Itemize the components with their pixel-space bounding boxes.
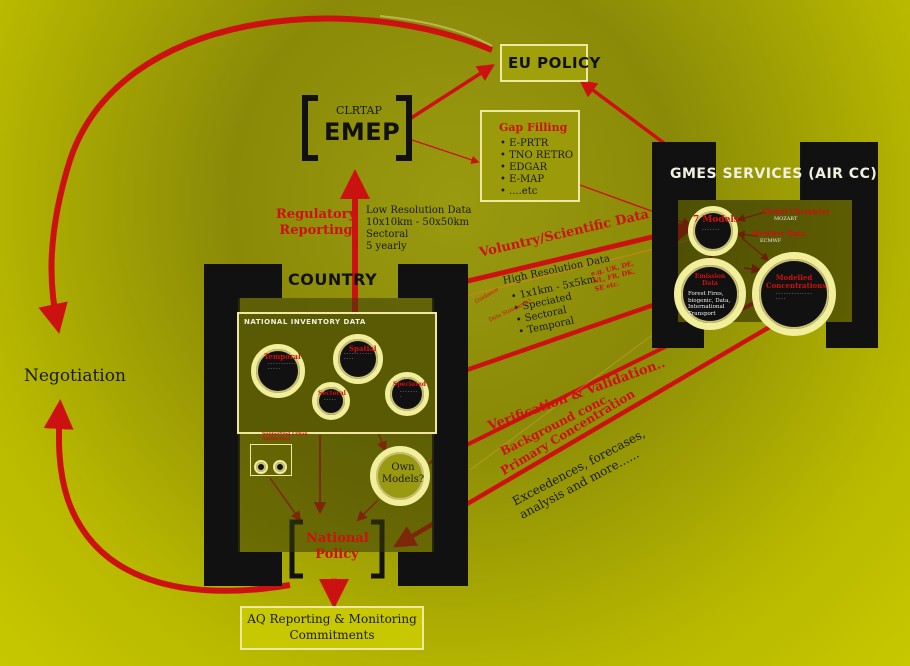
negotiation-label: Negotiation [24,366,126,386]
speciated-circle [385,372,429,416]
arrow-emep-to-gap [411,139,480,164]
global-chem-sub: MOZART [774,216,798,222]
gmes-title: GMES SERVICES (AIR CC) [670,166,878,182]
arrow-eu-to-negotiation [38,15,494,334]
arrow-voluntary [429,220,695,293]
models-details: - - - - - - - [702,227,720,232]
gap-item: EDGAR [500,162,573,174]
models-circle [688,206,738,256]
country-bracket-left-top [204,264,282,298]
sectoral-details: - - - - - [324,397,336,402]
temporal-details: - - - - - - - - - - - - - - - - [268,361,296,371]
weather-label: Weather Data [752,229,806,238]
inventory-title: NATIONAL INVENTORY DATA [244,318,366,326]
gmes-bracket-left-top [652,142,716,200]
gap-item: TNO RETRO [500,150,573,162]
low-res-line: 10x10km - 50x50km [366,217,469,228]
supporting-box [250,444,292,476]
gap-item: E-MAP [500,174,573,186]
spatial-details: - - - - - - - - - - - - - - - [344,351,372,361]
country-title: COUNTRY [288,270,378,289]
arrow-policy-to-negotiation [43,399,291,594]
modelled-label: Modelled Concentrations [766,273,827,290]
emission-circle [674,258,746,330]
temporal-circle [251,344,305,398]
spatial-circle [333,334,383,384]
emep-bracket-left [302,95,318,161]
country-bracket-left-bottom [204,552,282,586]
national-policy-label: National Policy [306,531,369,562]
aq-box [240,606,424,650]
sectoral-label: Sectoral [318,390,346,397]
low-res-text: Low Resolution Data 10x10km - 50x50km Se… [366,205,471,253]
models-label: 7 Models [693,215,739,225]
low-res-line: Sectoral [366,229,409,240]
low-res-line: Low Resolution Data [366,205,472,216]
gap-item: E-PRTR [500,138,573,150]
country-bracket-right-bottom [398,552,468,586]
gap-item: ....etc [500,186,573,198]
low-res-line: 5 yearly [366,241,407,252]
spatial-label: Spatial [349,344,377,353]
own-models-circle [370,446,430,506]
modelled-details: - - - - - - - - - - - - - - - - - - [776,291,812,301]
regulatory-label: Regulatory Reporting [276,207,357,238]
emission-desc: Forest Fires, biogenic, Data, Internatio… [688,291,731,317]
weather-sub: ECMWF [760,238,782,244]
emep-top-label: CLRTAP [336,104,382,117]
own-models-label: Own Models? [381,462,425,485]
eu-policy-box [500,44,588,82]
gmes-bracket-right-bottom [826,322,878,348]
emission-label: Emission Data [694,273,726,287]
supporting-circle-b [273,460,287,474]
speciated-details: - - - - - - - - [400,389,418,399]
gap-filling-list: E-PRTR TNO RETRO EDGAR E-MAP ....etc [500,138,573,198]
emep-label: EMEP [324,118,401,146]
gmes-bracket-right-top [800,142,878,200]
eu-policy-label: EU POLICY [508,54,601,72]
arrow-emep-to-eu [407,64,495,122]
country-bracket-right [432,264,468,586]
supporting-label: Supporting Urban Authorities [262,432,308,442]
speciated-label: Speciated [393,381,426,388]
country-bracket-left [204,264,240,586]
sectoral-circle [312,382,350,420]
temporal-label: Temporal [264,352,301,361]
emep-bracket-right [396,95,412,161]
modelled-circle [752,252,836,336]
supporting-circle-a [254,460,268,474]
global-chem-label: Global Chemistry [762,207,830,216]
gap-filling-title: Gap Filling [499,121,568,134]
country-bracket-right-top [398,264,468,298]
aq-label: AQ Reporting & Monitoring Commitments [247,612,417,642]
